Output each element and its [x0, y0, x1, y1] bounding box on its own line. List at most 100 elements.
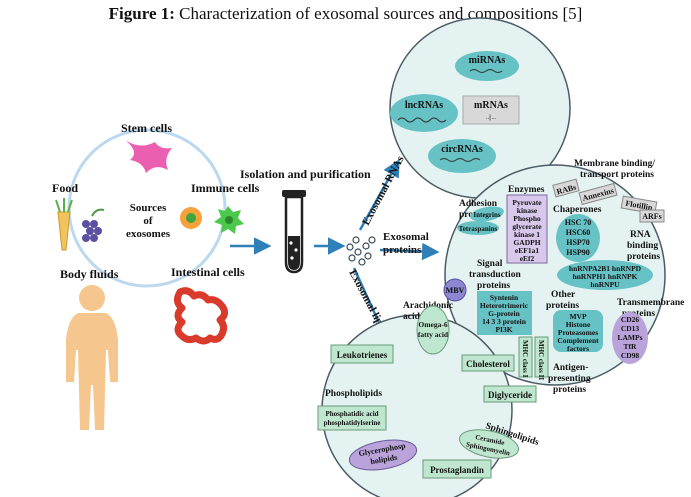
phospholipids-box-2: phosphatidylserine: [324, 419, 381, 427]
enzyme-item: Pyruvate: [512, 198, 542, 207]
membrane-title-2: transport proteins: [580, 170, 654, 180]
sources-text-1: Sources: [130, 202, 167, 214]
rna-binding-title-1: RNA: [630, 230, 651, 240]
leukotrienes-box: [330, 344, 394, 364]
transmembrane-item: LAMPs: [618, 333, 643, 342]
lncrnas-label: lncRNAs: [405, 100, 443, 111]
other-item: factors: [567, 344, 589, 353]
prostaglandin-label: Prostaglandin: [430, 465, 484, 475]
arrow-rnas: [358, 158, 400, 231]
omega6-oval: [416, 305, 450, 355]
chaperone-item: HSP70: [566, 238, 590, 247]
arfs-label: ARFs: [642, 212, 662, 221]
prostaglandin-box: [422, 459, 492, 479]
antigen-title-2: presenting: [548, 374, 591, 384]
enzymes-title: Enzymes: [508, 185, 545, 195]
rna-binding-title-3: proteins: [627, 252, 660, 262]
immune-cells-icon: [180, 206, 244, 234]
label-exosomal-proteins-2: proteins: [383, 244, 422, 256]
adhesion-title-1: Adhesion: [459, 199, 498, 209]
integrins-oval: [470, 206, 504, 222]
enzyme-item: kinase: [517, 206, 538, 215]
transmembrane-item: CD98: [621, 351, 640, 360]
signal-item: PI3K: [495, 325, 512, 334]
chaperone-item: HSP90: [566, 248, 590, 257]
exosome-dots: [346, 236, 376, 266]
chaperone-item: HSC60: [566, 228, 590, 237]
rna-binding-item: hnRNPA2B1 hnRNPD: [569, 264, 642, 273]
enzyme-item: eEf2: [520, 254, 535, 263]
other-item: Histone: [566, 320, 591, 329]
mirnas-label: miRNAs: [469, 55, 506, 66]
human-body-icon: [66, 285, 118, 430]
label-intestinal-cells: Intestinal cells: [171, 265, 245, 279]
food-icon: [55, 198, 105, 251]
transmembrane-oval: [612, 312, 648, 364]
mrnas-sub: ..||...: [486, 115, 496, 121]
enzyme-item: eEF1a1: [515, 246, 539, 255]
leukotrienes-label: Leukotrienes: [337, 350, 388, 360]
other-box: [553, 310, 603, 352]
rna-binding-title-2: binding: [627, 241, 658, 251]
cholesterol-label: Cholesterol: [466, 359, 510, 369]
other-title-2: proteins: [546, 301, 579, 311]
label-stem-cells: Stem cells: [121, 121, 172, 135]
rna-binding-list: hnRNPA2B1 hnRNPD hnRNPH1 hnRNPK hnRNPU: [569, 264, 642, 289]
chaperones-oval: [556, 214, 600, 262]
diglyceride-label: Diglyceride: [488, 390, 532, 400]
transmembrane-title-1: Transmembrane: [617, 298, 684, 308]
mhc2-label: MHC class II: [537, 340, 545, 380]
label-exosomal-proteins-1: Exosomal: [383, 231, 429, 243]
omega6-label-2: fatty acid: [418, 330, 449, 339]
omega6-label-1: Omega-6: [418, 320, 447, 329]
lncrnas-wave: [397, 117, 447, 123]
circrnas-label: circRNAs: [441, 144, 483, 155]
label-food: Food: [52, 181, 78, 195]
transmembrane-list: CD26 CD13 LAMPs TfR CD98: [618, 315, 643, 360]
mhc1-label: MHC class I: [521, 340, 529, 378]
mbv-label: MBV: [446, 286, 465, 295]
label-immune-cells: Immune cells: [191, 181, 260, 195]
rna-binding-item: hnRNPH1 hnRNPK: [573, 272, 638, 281]
transmembrane-item: TfR: [624, 342, 638, 351]
transmembrane-item: CD26: [621, 315, 640, 324]
ceramide-oval: [459, 429, 519, 459]
signal-title-3: proteins: [477, 281, 510, 291]
enzyme-item: kinase 1: [514, 230, 540, 239]
rna-binding-item: hnRNPU: [590, 280, 620, 289]
chaperones-title: Chaperones: [553, 205, 602, 215]
lncrnas-oval: [390, 94, 458, 132]
arrow-proteins: [379, 242, 440, 261]
sources-text-2: of: [143, 215, 153, 227]
enzymes-list: Pyruvate kinase Phospho glycerate kinase…: [512, 198, 542, 263]
test-tube-icon: [282, 190, 306, 274]
label-body-fluids: Body fluids: [60, 267, 119, 281]
rna-binding-oval: [557, 260, 653, 290]
circrnas-oval: [428, 139, 496, 173]
signal-item: G-protein: [488, 309, 520, 318]
integrins-label: Integrins: [473, 211, 501, 219]
transmembrane-item: CD13: [621, 324, 640, 333]
arachidonic-title-2: acid: [403, 312, 421, 322]
arachidonic-title-1: Arachidonic: [403, 301, 453, 311]
phospholipids-box-1: Phosphatidic acid: [325, 410, 378, 418]
membrane-title-1: Membrane binding/: [574, 159, 655, 169]
stem-cell-icon: [125, 140, 172, 173]
mhc1-box: [518, 336, 533, 378]
other-item: Complement: [557, 336, 599, 345]
label-exosomal-rnas: Exosomal RNAs: [360, 153, 407, 227]
chaperone-item: HSC 70: [565, 218, 591, 227]
mhc2-box: [534, 336, 549, 378]
cholesterol-box: [461, 354, 515, 372]
enzyme-item: GADPH: [513, 238, 540, 247]
other-item: Proteasomes: [558, 328, 598, 337]
enzymes-box: [506, 194, 548, 264]
other-list: MVP Histone Proteasomes Complement facto…: [557, 312, 599, 353]
mrnas-box: [462, 95, 520, 125]
other-item: MVP: [569, 312, 586, 321]
rabs-box: [552, 178, 580, 198]
diglyceride-box: [483, 385, 537, 403]
enzyme-item: Phospho: [513, 214, 541, 223]
signal-box: [477, 291, 532, 335]
antigen-title-3: proteins: [553, 385, 586, 395]
